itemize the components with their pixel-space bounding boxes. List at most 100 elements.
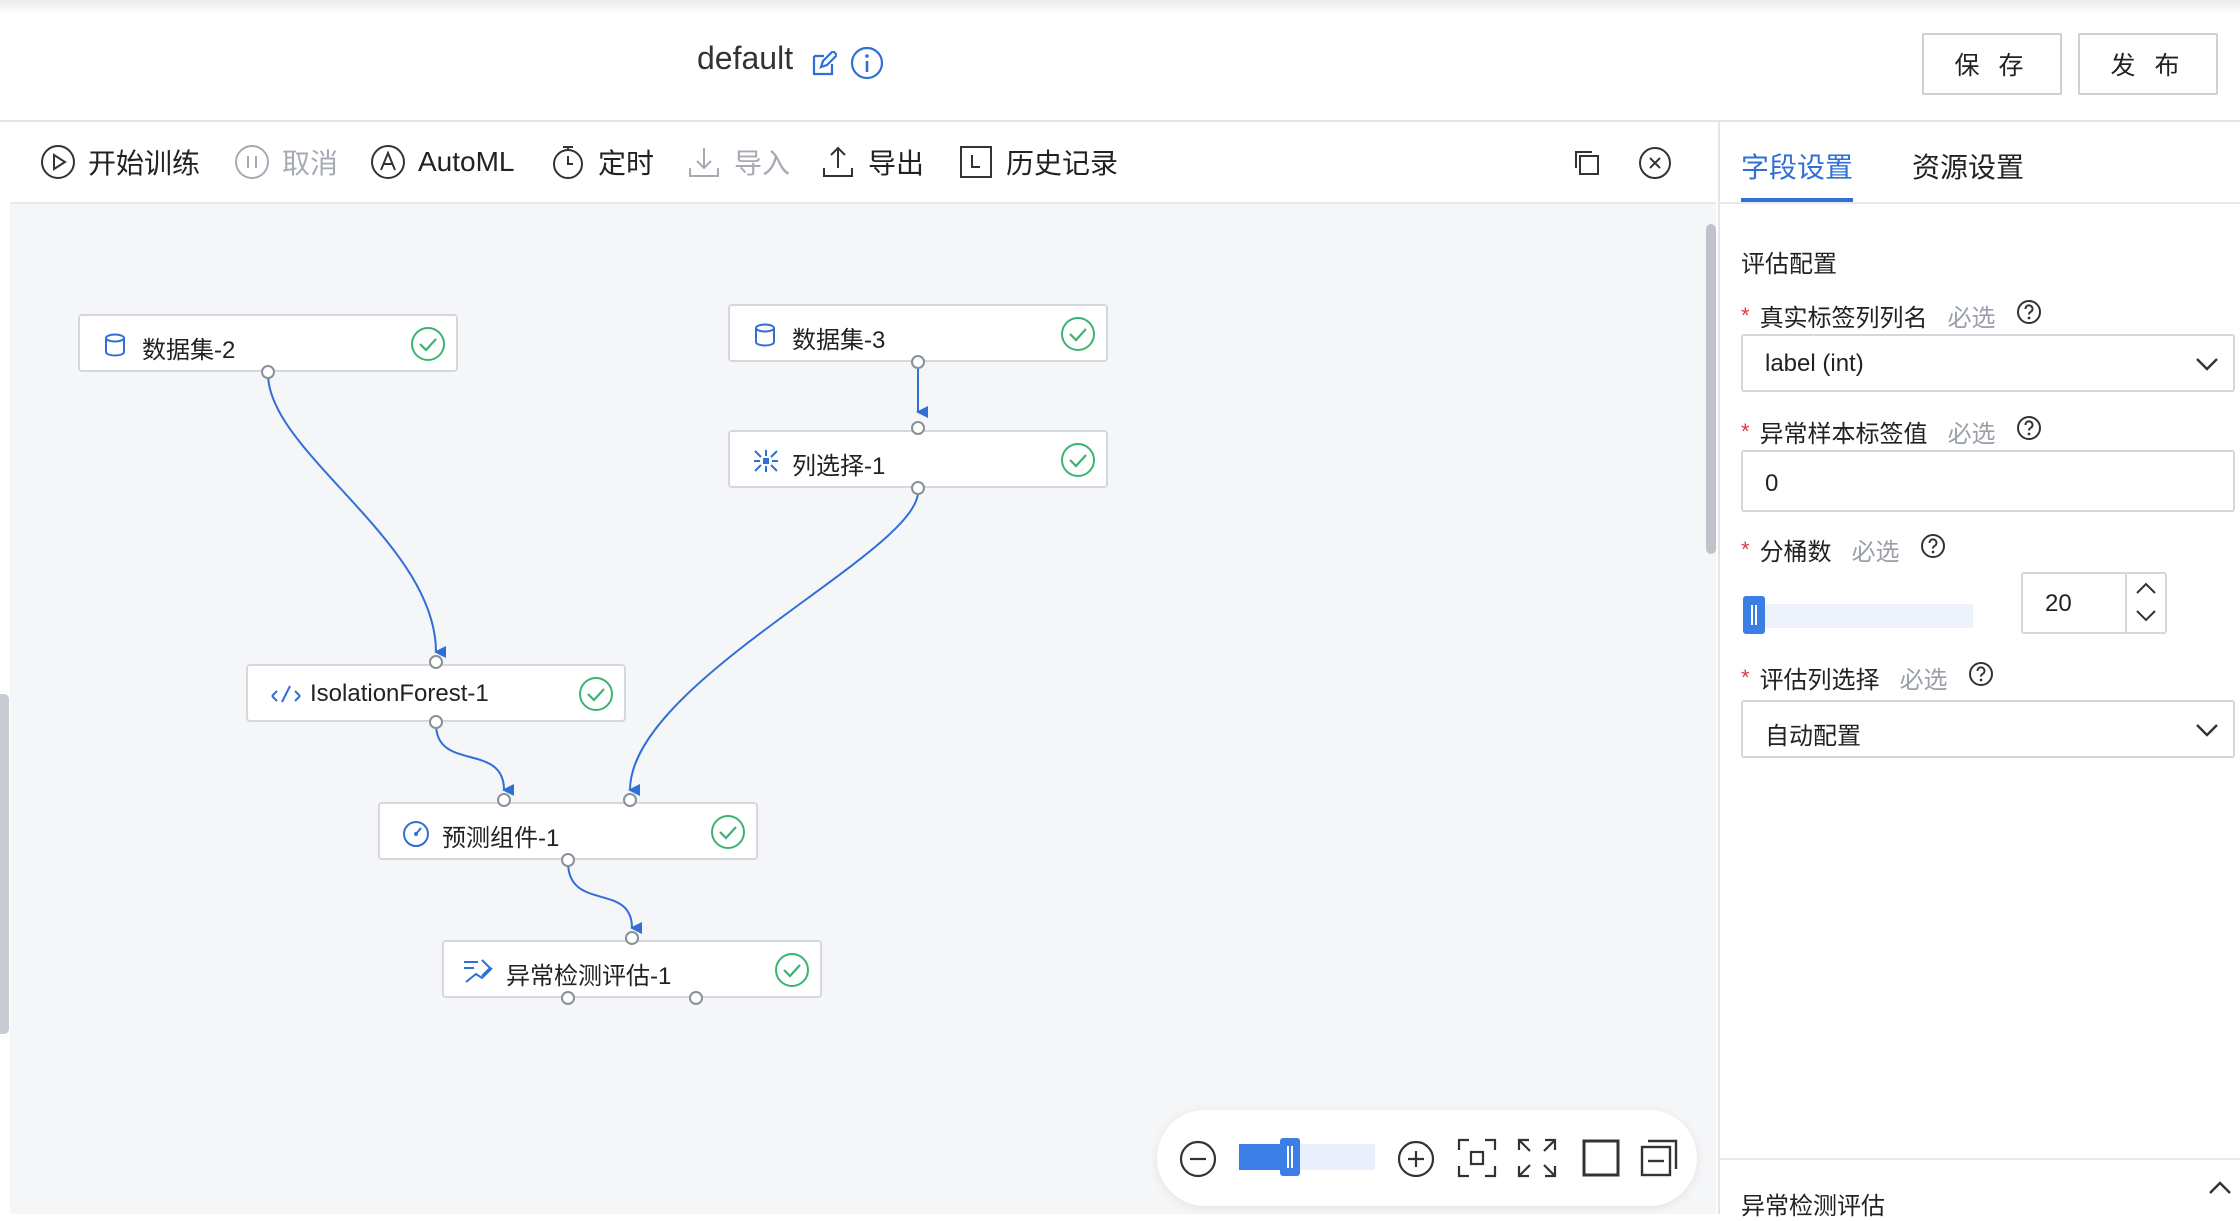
node-column-select-1[interactable]: 列选择-1	[728, 430, 1108, 488]
edge-predict-to-eval	[567, 861, 643, 934]
cancel-label: 取消	[282, 148, 339, 179]
input-value: 0	[1765, 470, 1779, 497]
required-hint: 必选	[1851, 539, 1900, 566]
node-output-port[interactable]	[561, 853, 575, 867]
help-icon[interactable]	[2016, 299, 2042, 332]
pipeline-title: default	[697, 40, 794, 76]
anomaly-label-value-input[interactable]: 0	[1741, 450, 2235, 512]
minimap-square-icon[interactable]	[1581, 1138, 1621, 1183]
publish-button[interactable]: 发 布	[2078, 33, 2218, 95]
help-icon[interactable]	[1920, 533, 1946, 566]
help-icon[interactable]	[2016, 415, 2042, 448]
true-label-column-select[interactable]: label (int)	[1741, 334, 2235, 392]
import-button[interactable]: 导入	[686, 144, 790, 180]
node-label: 数据集-2	[142, 337, 236, 364]
canvas-scroll-thumb[interactable]	[1706, 224, 1716, 554]
import-label: 导入	[734, 148, 791, 179]
help-icon[interactable]	[1968, 661, 1994, 694]
success-check-icon	[410, 326, 446, 367]
required-asterisk: *	[1741, 302, 1750, 328]
node-input-port[interactable]	[429, 655, 443, 669]
collapse-divider	[1720, 1158, 2240, 1160]
isolation-forest-icon	[270, 682, 302, 711]
eval-columns-label: * 评估列选择 必选	[1741, 660, 1994, 695]
success-check-icon	[1060, 442, 1096, 483]
chevron-up-icon[interactable]	[2135, 580, 2157, 601]
stepper-buttons	[2125, 574, 2165, 632]
required-asterisk: *	[1741, 664, 1750, 690]
node-label: 预测组件-1	[442, 825, 560, 852]
pipeline-canvas[interactable]: 开始训练 取消 AutoML 定时 导入 导出 历史记录	[0, 122, 1716, 1214]
bucket-count-slider-handle[interactable]	[1743, 596, 1765, 634]
start-training-button[interactable]: 开始训练	[40, 144, 200, 180]
node-dataset-2[interactable]: 数据集-2	[78, 314, 458, 372]
fit-view-icon[interactable]	[1457, 1138, 1497, 1183]
schedule-button[interactable]: 定时	[550, 144, 654, 180]
database-icon	[752, 322, 778, 353]
node-output-port[interactable]	[911, 355, 925, 369]
fullscreen-icon[interactable]	[1517, 1138, 1557, 1183]
node-input-port[interactable]	[625, 931, 639, 945]
predict-gauge-icon	[402, 820, 430, 853]
node-output-port[interactable]	[911, 481, 925, 495]
header-bar: default 保 存 发 布	[0, 0, 2240, 122]
bucket-count-stepper[interactable]: 20	[2021, 572, 2167, 634]
cancel-button[interactable]: 取消	[234, 144, 338, 180]
zoom-out-icon[interactable]	[1179, 1140, 1217, 1183]
zoom-in-icon[interactable]	[1397, 1140, 1435, 1183]
required-hint: 必选	[1899, 667, 1948, 694]
export-icon	[823, 146, 853, 177]
node-input-port[interactable]	[623, 793, 637, 807]
node-input-port[interactable]	[497, 793, 511, 807]
close-circle-icon[interactable]	[1638, 146, 1672, 185]
collapse-section-title[interactable]: 异常检测评估	[1741, 1193, 1885, 1220]
edit-icon[interactable]	[811, 49, 839, 82]
node-output-port[interactable]	[561, 991, 575, 1005]
node-dataset-3[interactable]: 数据集-3	[728, 304, 1108, 362]
canvas-left-scroll-thumb[interactable]	[0, 694, 9, 1034]
node-label: 列选择-1	[792, 453, 886, 480]
copy-icon[interactable]	[1572, 148, 1602, 183]
node-predict-1[interactable]: 预测组件-1	[378, 802, 758, 860]
save-button[interactable]: 保 存	[1922, 33, 2062, 95]
required-hint: 必选	[1947, 421, 1996, 448]
schedule-label: 定时	[598, 148, 655, 179]
stepper-value: 20	[2045, 590, 2072, 617]
field-label-text: 评估列选择	[1759, 667, 1880, 694]
tab-field-settings[interactable]: 字段设置	[1741, 152, 1854, 183]
node-isolation-forest-1[interactable]: IsolationForest-1	[246, 664, 626, 722]
eval-columns-select[interactable]: 自动配置	[1741, 700, 2235, 758]
zoom-controls	[1157, 1110, 1697, 1206]
bucket-count-slider[interactable]	[1743, 604, 1973, 628]
select-value: label (int)	[1765, 350, 1864, 377]
edge-colselect-to-predict	[628, 491, 919, 797]
info-icon[interactable]	[850, 46, 884, 85]
zoom-slider-handle[interactable]	[1279, 1138, 1300, 1176]
node-output-port[interactable]	[689, 991, 703, 1005]
chevron-up-icon[interactable]	[2208, 1180, 2232, 1201]
chevron-down-icon	[2195, 356, 2219, 377]
history-button[interactable]: 历史记录	[958, 144, 1118, 180]
layer-stack-icon[interactable]	[1639, 1138, 1679, 1183]
pause-circle-icon	[235, 145, 269, 179]
history-icon	[960, 146, 992, 178]
node-anomaly-eval-1[interactable]: 异常检测评估-1	[442, 940, 822, 998]
export-button[interactable]: 导出	[820, 144, 924, 180]
tab-resource-settings[interactable]: 资源设置	[1912, 152, 2025, 183]
import-icon	[689, 148, 719, 177]
play-circle-icon	[41, 145, 75, 179]
chevron-down-icon[interactable]	[2135, 608, 2157, 629]
top-shade	[0, 0, 2240, 14]
automl-label: AutoML	[418, 146, 515, 177]
bucket-count-label: * 分桶数 必选	[1741, 532, 1946, 567]
node-label: 异常检测评估-1	[506, 963, 672, 990]
success-check-icon	[710, 814, 746, 855]
success-check-icon	[578, 676, 614, 717]
node-output-port[interactable]	[429, 715, 443, 729]
canvas-left-scrollbar[interactable]	[0, 122, 10, 1214]
node-output-port[interactable]	[261, 365, 275, 379]
required-asterisk: *	[1741, 418, 1750, 444]
node-input-port[interactable]	[911, 421, 925, 435]
automl-button[interactable]: AutoML	[370, 144, 515, 180]
edge-layer	[267, 365, 928, 934]
